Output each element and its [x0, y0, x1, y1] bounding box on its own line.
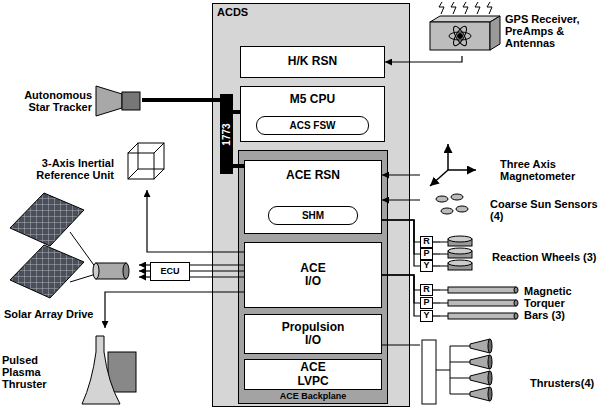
torquer-bar-icons [440, 287, 518, 319]
device-unit: Pulsed Plasma Thruster [2, 328, 142, 406]
box-label: R [423, 285, 430, 295]
ecu-box: ECU [150, 262, 190, 281]
device-unit: Coarse Sun Sensors (4) [420, 192, 608, 226]
box-label: ACE RSN [286, 169, 340, 182]
box-label: Propulsion I/O [276, 321, 351, 347]
box-label: ACE Backplane [280, 392, 347, 402]
box-label: ECU [160, 267, 179, 277]
device-unit: 3-Axis Inertial Reference Unit [2, 140, 170, 190]
signal-connector [147, 190, 244, 252]
box-label: ACE I/O [293, 262, 333, 288]
box-label: ACS FSW [289, 120, 335, 131]
software-pill: ACS FSW [256, 116, 369, 135]
device-unit: Solar Array Drive [2, 194, 139, 322]
gps-antenna-icon [430, 2, 500, 50]
inertial-reference-cube [128, 143, 164, 179]
signal-connector [190, 270, 244, 271]
signal-connector [385, 56, 462, 62]
region-fill [212, 3, 410, 407]
box-label: H/K RSN [288, 55, 337, 68]
signal-connector [190, 264, 244, 265]
device-label: Three Axis Magnetometer [500, 158, 606, 182]
box-label: ACE LVPC [288, 361, 338, 387]
solar-array-icon [10, 193, 129, 298]
signal-connector [433, 241, 440, 242]
sun-sensor-icons [436, 194, 468, 214]
signal-connector [433, 253, 440, 254]
software-pill: SHM [268, 206, 358, 225]
signal-connector [139, 264, 150, 265]
device-label: Thrusters(4) [530, 377, 606, 389]
device-unit: Autonomous Star Tracker [2, 80, 142, 118]
box-label: 1773 [221, 123, 232, 145]
signal-connector [139, 270, 150, 271]
signal-connector [190, 276, 244, 277]
axis-box: R [420, 236, 433, 248]
reaction-wheel-icons [440, 236, 472, 270]
signal-connector [433, 315, 440, 316]
device-label: Reaction Wheels (3) [492, 251, 604, 263]
box-label: R [423, 237, 430, 247]
device-label: GPS Receiver, PreAmps & Antennas [505, 13, 605, 49]
signal-connector [433, 265, 440, 266]
magnetometer-axes [430, 144, 476, 186]
data-bus: 1773 [220, 94, 233, 174]
device-label: Solar Array Drive [4, 308, 114, 320]
region-fill [238, 150, 388, 404]
device-unit: Magnetic Torquer Bars (3) [440, 280, 608, 324]
star-tracker-icon [96, 86, 140, 116]
box-label: Y [423, 311, 429, 321]
device-label: Coarse Sun Sensors (4) [490, 198, 600, 222]
box-label: P [423, 249, 429, 259]
device-unit: Three Axis Magnetometer [420, 140, 608, 190]
process-box: Propulsion I/O [244, 314, 382, 354]
plasma-thruster-icon [82, 336, 136, 404]
signal-connector [433, 302, 440, 303]
backplane-region: ACE Backplane ACE RSN SHM ACE I/O Propulsion… [238, 150, 388, 404]
bus-connector [233, 110, 240, 114]
device-unit: GPS Receiver, PreAmps & Antennas [425, 2, 608, 56]
box-label: ACDS [217, 6, 248, 18]
thruster-icons [422, 339, 492, 404]
process-box: ACE RSN SHM [244, 160, 382, 234]
process-box: ACE LVPC [244, 359, 382, 390]
box-label: M5 CPU [290, 93, 335, 106]
process-box: ACE I/O [244, 242, 382, 308]
device-label: 3-Axis Inertial Reference Unit [2, 157, 114, 181]
signal-connector [433, 289, 440, 290]
axis-box: P [420, 248, 433, 260]
system-boundary: ACDS H/K RSN M5 CPU ACS FSW 1773ACE Backplan… [212, 3, 410, 407]
process-box: H/K RSN [240, 46, 385, 78]
device-label: Autonomous Star Tracker [2, 89, 92, 113]
process-box: M5 CPU ACS FSW [240, 86, 385, 142]
axis-box: P [420, 297, 433, 309]
bus-connector [142, 98, 220, 102]
device-label: Pulsed Plasma Thruster [2, 354, 76, 390]
axis-box: R [420, 284, 433, 296]
box-label: SHM [302, 210, 324, 221]
box-label: Y [423, 261, 429, 271]
axis-box: Y [420, 310, 433, 322]
box-label: P [423, 298, 429, 308]
signal-connector [105, 292, 244, 328]
device-unit: Thrusters(4) [420, 336, 608, 406]
device-label: Magnetic Torquer Bars (3) [524, 285, 586, 321]
device-unit: Reaction Wheels (3) [440, 232, 608, 274]
axis-box: Y [420, 260, 433, 272]
signal-connector [139, 276, 150, 277]
